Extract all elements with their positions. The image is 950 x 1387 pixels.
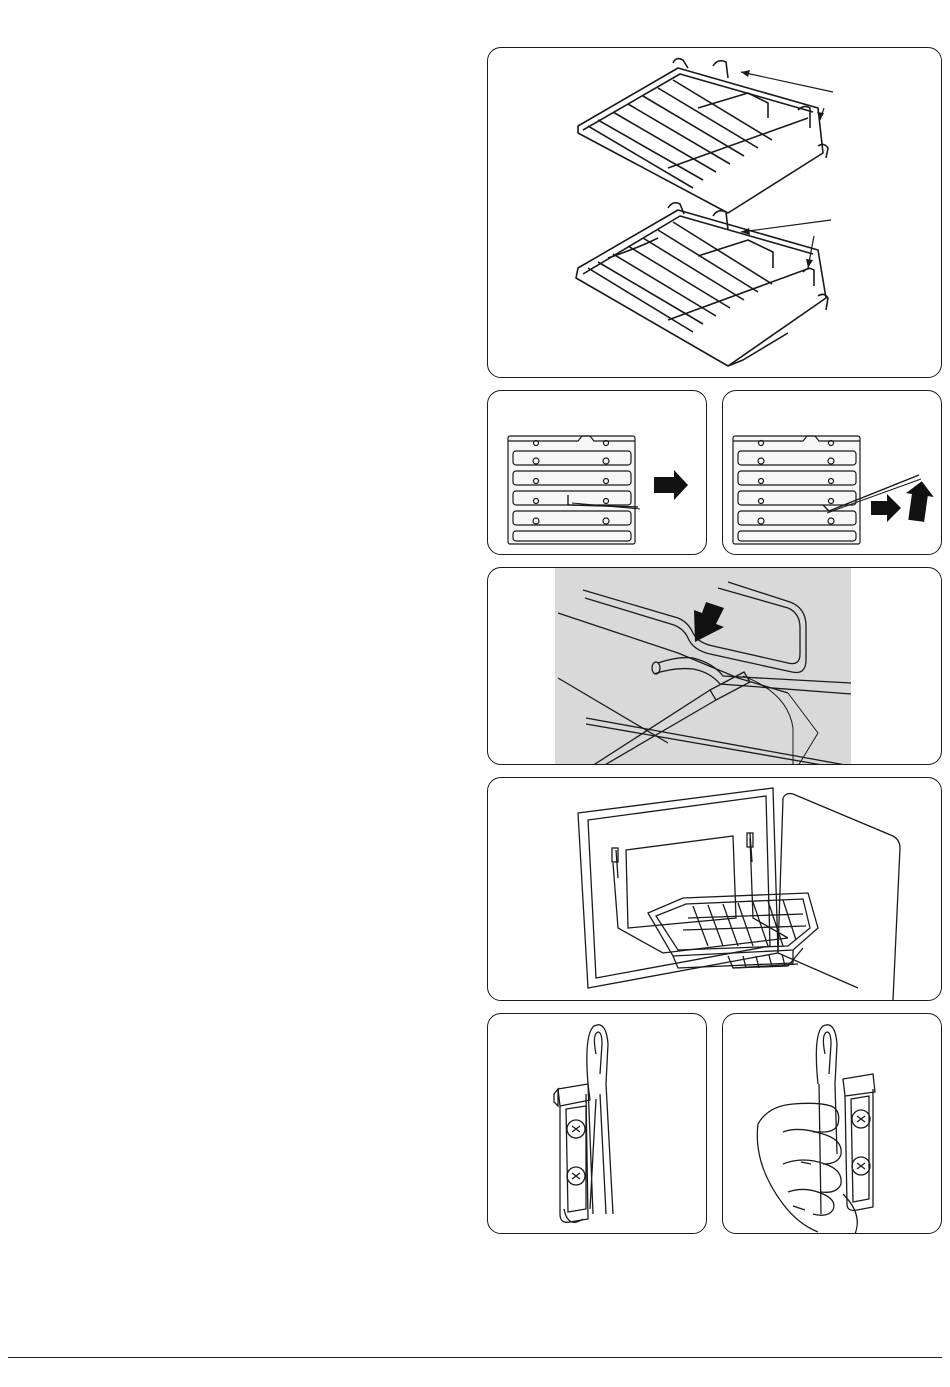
grill-pan-figure: [487, 777, 942, 1001]
side-rack-step-1-figure: [487, 390, 707, 555]
oven-shelves-drawing: [488, 48, 942, 378]
shelf-notch-figure: [487, 567, 942, 765]
hanger-bracket-drawing: [488, 1014, 707, 1234]
hanger-bracket-hand-figure: [722, 1013, 942, 1234]
hanger-bracket-hand-drawing: [723, 1014, 942, 1234]
side-rack-step-2-figure: [722, 390, 942, 555]
side-rack-step-2-drawing: [723, 391, 942, 555]
footer-rule: [8, 1357, 942, 1358]
hanger-bracket-figure: [487, 1013, 707, 1234]
shelf-notch-drawing: [488, 568, 942, 765]
arrow-right-icon: [654, 470, 688, 500]
oven-shelves-figure: [487, 47, 942, 378]
grill-pan-drawing: [488, 778, 942, 1001]
arrow-right-icon: [871, 494, 901, 522]
arrow-up-icon: [902, 479, 935, 523]
leader-arrowheads: [741, 70, 824, 268]
side-rack-step-1-drawing: [488, 391, 707, 555]
